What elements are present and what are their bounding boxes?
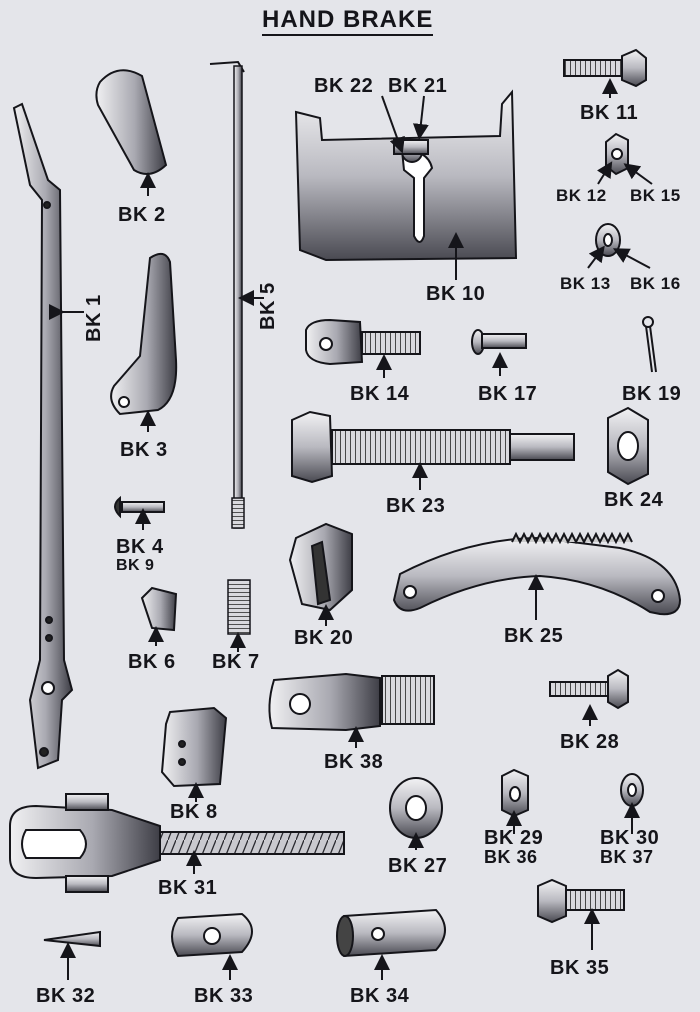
label-bk17: BK 17 <box>478 383 538 405</box>
bk25-ratchet-quadrant <box>392 531 682 620</box>
label-bk30: BK 30 <box>600 827 660 849</box>
bk33-barrel <box>171 912 253 980</box>
label-bk35: BK 35 <box>550 957 610 979</box>
label-bk37: BK 37 <box>600 847 654 867</box>
bk31-cable <box>9 793 345 893</box>
label-bk21: BK 21 <box>388 75 448 97</box>
label-bk38: BK 38 <box>324 751 384 773</box>
bk23-long-bolt <box>291 410 575 490</box>
bk24-nut <box>607 406 649 486</box>
label-bk5: BK 5 <box>257 282 279 330</box>
label-bk1: BK 1 <box>83 294 105 342</box>
label-bk24: BK 24 <box>604 489 664 511</box>
bk19-split-pin <box>642 316 657 373</box>
bk1-lever <box>12 102 84 770</box>
label-bk2: BK 2 <box>118 204 166 226</box>
label-bk28: BK 28 <box>560 731 620 753</box>
label-bk4: BK 4 <box>116 536 164 558</box>
bk34-trunnion <box>336 908 446 980</box>
label-bk34: BK 34 <box>350 985 410 1007</box>
label-bk6: BK 6 <box>128 651 176 673</box>
label-bk9: BK 9 <box>116 557 155 574</box>
bk12-nut <box>596 132 653 185</box>
bk14-eye-bolt <box>305 318 421 378</box>
label-bk20: BK 20 <box>294 627 354 649</box>
bk8-block <box>160 706 228 802</box>
label-bk23: BK 23 <box>386 495 446 517</box>
label-bk15: BK 15 <box>630 186 681 205</box>
bk27-collar <box>389 777 443 850</box>
bk35-bolt <box>537 878 625 950</box>
bk28-bolt <box>549 668 629 726</box>
label-bk12: BK 12 <box>556 186 607 205</box>
bk7-spring <box>227 579 251 652</box>
bk6-block <box>140 586 178 646</box>
label-bk36: BK 36 <box>484 847 538 867</box>
bk29-nut <box>501 768 529 834</box>
label-bk27: BK 27 <box>388 855 448 877</box>
bk2-knob <box>95 69 168 196</box>
label-bk3: BK 3 <box>120 439 168 461</box>
diagram-title: HAND BRAKE <box>262 8 434 36</box>
bk10-housing <box>294 89 518 280</box>
bk38-fork-end <box>268 672 435 748</box>
bk11-bolt <box>563 48 647 98</box>
bk17-pin <box>471 329 527 376</box>
label-bk13: BK 13 <box>560 274 611 293</box>
label-bk7: BK 7 <box>212 651 260 673</box>
label-bk10: BK 10 <box>426 283 486 305</box>
bk5-rod <box>209 60 264 529</box>
label-bk31: BK 31 <box>158 877 218 899</box>
label-bk33: BK 33 <box>194 985 254 1007</box>
label-bk29: BK 29 <box>484 827 544 849</box>
bk20-cam <box>288 522 353 626</box>
bk4-pin <box>114 495 165 530</box>
bk30-washer <box>620 773 644 834</box>
label-bk14: BK 14 <box>350 383 410 405</box>
bk13-washer <box>587 223 651 269</box>
label-bk11: BK 11 <box>580 102 639 124</box>
label-bk8: BK 8 <box>170 801 218 823</box>
label-bk32: BK 32 <box>36 985 96 1007</box>
bk32-wedge <box>43 930 101 980</box>
label-bk25: BK 25 <box>504 625 564 647</box>
label-bk16: BK 16 <box>630 274 681 293</box>
bk3-pawl-handle <box>110 252 178 432</box>
label-bk22: BK 22 <box>314 75 374 97</box>
label-bk19: BK 19 <box>622 383 682 405</box>
